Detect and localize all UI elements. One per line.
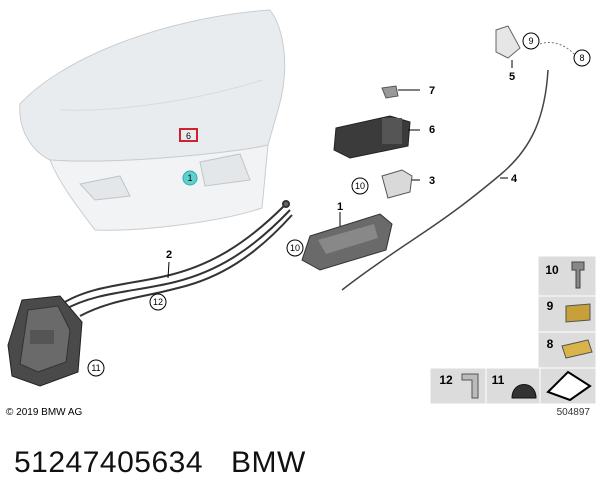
callout-8-circle <box>573 49 591 67</box>
part-number: 51247405634 <box>14 446 204 479</box>
copyright: © 2019 BMW AG <box>6 407 83 418</box>
diagram-canvas: 6 1 2 12 11 7 6 3 10 <box>6 9 597 418</box>
trunk-callout-6-frame <box>179 128 198 142</box>
callout-1: 1 <box>337 201 343 213</box>
part-3-bracket <box>381 169 420 199</box>
trunk-callout-1-marker <box>182 170 198 186</box>
clip-icon <box>561 339 593 359</box>
part-footer: 51247405634 BMW <box>14 446 334 480</box>
fastener-legend: 10 9 8 12 11 <box>429 255 597 405</box>
part-1-latch <box>301 212 393 271</box>
trunk-callout-6: 6 <box>186 131 191 141</box>
trunk-lid: 6 1 <box>19 9 286 231</box>
callout-12: 12 <box>153 297 163 307</box>
part-4-cable <box>341 69 549 291</box>
legend-8: 8 <box>547 337 554 351</box>
legend-9: 9 <box>547 299 554 313</box>
brand-name: BMW <box>231 446 306 479</box>
callout-7: 7 <box>429 85 435 97</box>
callout-2: 2 <box>166 249 172 261</box>
cable-holder-icon <box>461 373 479 399</box>
cable-assembly <box>59 200 293 317</box>
callout-12-circle <box>149 293 167 311</box>
callout-6: 6 <box>429 124 435 136</box>
callout-9: 9 <box>528 36 533 46</box>
part-5-handle <box>495 25 521 68</box>
callout-10a: 10 <box>355 181 365 191</box>
legend-11: 11 <box>492 373 505 387</box>
clip-nut-icon <box>565 303 591 323</box>
callout-11-circle <box>87 359 105 377</box>
callout-3: 3 <box>429 175 435 187</box>
part-7-clip <box>381 85 420 99</box>
image-number: 504897 <box>557 407 591 418</box>
callout-4: 4 <box>511 173 518 185</box>
legend-12: 12 <box>439 373 453 387</box>
callout-10b-circle <box>286 239 304 257</box>
actuator-motor <box>7 295 83 387</box>
legend-10: 10 <box>545 263 559 277</box>
callout-8: 8 <box>579 53 584 63</box>
bolt-icon <box>571 261 585 289</box>
callout-5: 5 <box>509 71 515 83</box>
callout-9-circle <box>522 32 540 50</box>
callout-10a-circle <box>351 177 369 195</box>
trunk-callout-1: 1 <box>187 173 192 183</box>
rubber-cap-icon <box>511 384 537 399</box>
callout-11: 11 <box>91 363 100 373</box>
part-6-lock <box>333 115 420 159</box>
direction-arrow-icon <box>546 370 592 402</box>
callout-10b: 10 <box>290 243 300 253</box>
